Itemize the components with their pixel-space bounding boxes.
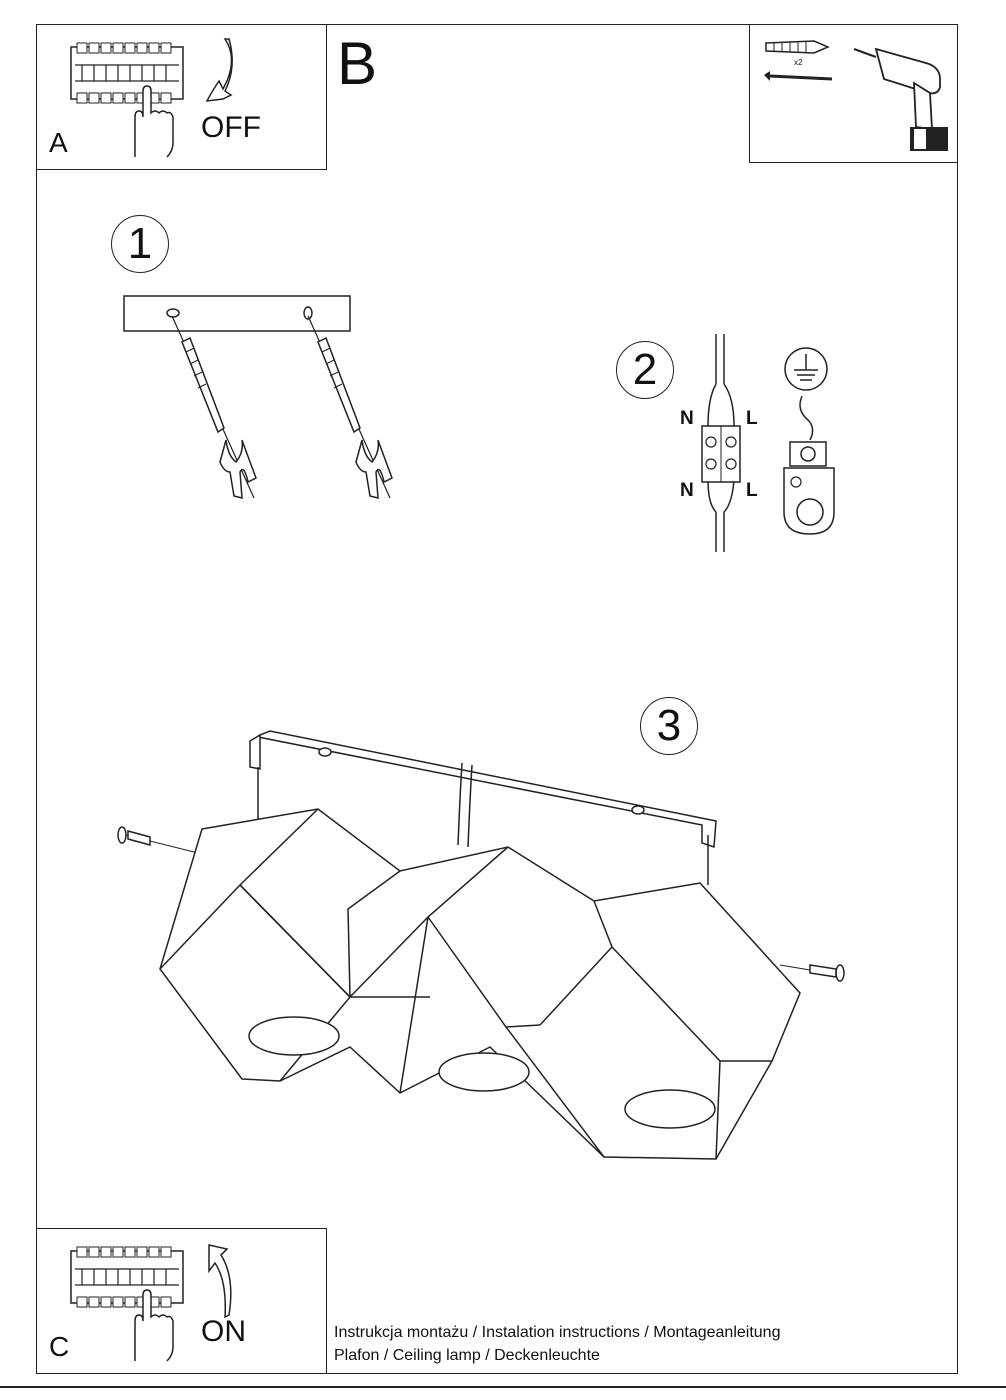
curved-arrow-down-icon [203,37,243,107]
wall-plug-icon [764,39,830,55]
caption-line-1: Instrukcja montażu / Instalation instruc… [334,1324,781,1341]
instruction-frame [36,24,958,1374]
step-2-badge: 2 [616,341,674,399]
switch-off-text: OFF [201,111,261,144]
tools-box: x2 [749,24,958,163]
hand-icon [127,1291,177,1361]
mounting-bracket-icon [250,731,716,885]
live-label-bottom: L [746,480,758,501]
screw-left [118,827,198,853]
neutral-label-top: N [680,408,694,429]
caption-line-2: Plafon / Ceiling lamp / Deckenleuchte [334,1347,600,1364]
wall-plug-with-screw-left [170,312,260,502]
ground-terminal-icon [780,394,840,539]
switch-on-text: ON [201,1315,246,1348]
panel-a-letter: A [49,127,68,158]
breaker-panel-icon [69,1245,189,1309]
step-3-badge: 3 [640,697,698,755]
breaker-panel-icon [69,41,189,105]
lamp-body-icon [160,809,800,1159]
screw-right [780,965,844,981]
wall-plug-with-screw-right [306,312,396,502]
neutral-label-bottom: N [680,480,694,501]
ceiling-lamp-assembly [110,725,870,1165]
hand-icon [127,87,177,157]
live-label-top: L [746,408,758,429]
step-1-badge: 1 [111,215,169,273]
screw-icon [764,71,834,81]
panel-a: OFF A [36,24,327,170]
curved-arrow-up-icon [203,1241,243,1321]
panel-b-letter: B [337,30,378,97]
drill-icon [854,43,948,151]
quantity-label: x2 [794,58,803,67]
panel-c: ON C [36,1228,327,1374]
panel-c-letter: C [49,1331,70,1362]
ground-symbol-icon [783,346,831,394]
page-bottom-rule [0,1386,1006,1388]
terminal-block-icon [690,334,750,554]
